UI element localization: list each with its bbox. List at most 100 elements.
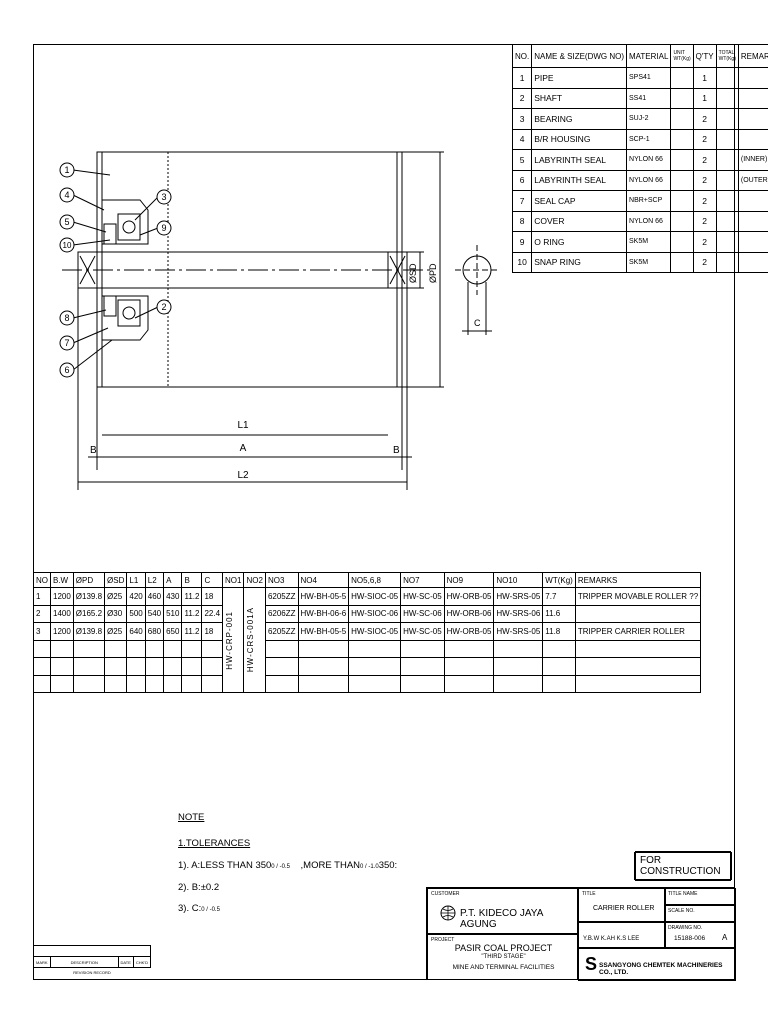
bom-cell-material: SK5M [626, 251, 672, 273]
spec-cell-l1 [126, 639, 146, 658]
spec-cell-no: 3 [33, 622, 51, 641]
spec-col-header: NO3 [264, 572, 299, 588]
balloon-2: 2 [156, 299, 172, 315]
spec-cell-c [201, 639, 224, 658]
contractor-name: SSANGYONG CHEMTEK MACHINERIES CO., LTD. [599, 962, 723, 976]
spec-col-header: ØSD [104, 572, 128, 588]
balloon-9: 9 [156, 220, 172, 236]
spec-cell-a [163, 639, 183, 658]
spec-cell-c [201, 674, 224, 693]
globe-icon [440, 905, 456, 921]
dim-a: A [240, 443, 247, 454]
spec-cell-no: 1 [33, 587, 51, 606]
stamp-text: FOR CONSTRUCTION [635, 851, 731, 881]
spec-cell-no: 2 [33, 604, 51, 623]
bom-cell-no: 5 [511, 149, 533, 171]
svg-text:4: 4 [64, 190, 69, 200]
spec-cell-wt [542, 674, 576, 693]
spec-cell-no4 [297, 639, 350, 658]
spec-cell-no568 [348, 657, 402, 676]
spec-cell-no4 [297, 657, 350, 676]
client-cell: CUSTOMER P.T. KIDECO JAYA AGUNG [427, 888, 578, 934]
approved-by: K.S LEE [616, 936, 640, 942]
spec-cell-bw [50, 674, 74, 693]
contractor-cell: S SSANGYONG CHEMTEK MACHINERIES CO., LTD… [578, 948, 736, 981]
spec-row [33, 657, 702, 676]
rev-chk-col: CHK'D [132, 956, 152, 968]
bom-cell-no: 1 [511, 67, 533, 89]
bom-cell-qty: 2 [692, 251, 717, 273]
spec-cell-no7: HW-SC-06 [400, 604, 445, 623]
bom-cell-no: 4 [511, 128, 533, 150]
svg-text:1: 1 [64, 165, 69, 175]
spec-cell-no568: HW-SIOC-06 [348, 604, 402, 623]
spec-cell-no9 [443, 674, 495, 693]
spec-cell-c: 18 [201, 622, 224, 641]
spec-cell-l1 [126, 657, 146, 676]
sheet-cell: SCALE NO. [665, 905, 736, 922]
project-caption: PROJECT [431, 937, 455, 943]
client-caption: CUSTOMER [431, 891, 460, 897]
revision-footer: REVISION RECORD [73, 969, 111, 975]
spec-cell-sd: Ø30 [104, 604, 128, 623]
balloon-group: 1 4 5 10 3 9 8 7 6 2 [59, 162, 172, 378]
balloon-7: 7 [59, 335, 75, 351]
bom-col-material: MATERIAL [626, 44, 672, 68]
spec-col-header: NO2 [243, 572, 266, 588]
contractor-logo-icon: S [585, 954, 598, 974]
project-line-3: MINE AND TERMINAL FACILITIES [452, 964, 555, 971]
spec-col-header: NO7 [400, 572, 445, 588]
svg-text:10: 10 [63, 241, 72, 250]
note-line-1-end: 350: [378, 860, 398, 871]
revision-empty-row [33, 945, 151, 957]
spec-cell-remarks [574, 639, 702, 658]
note-line-1-text: 1). A:LESS THAN 350 [178, 860, 272, 871]
spec-cell-no7: HW-SC-05 [400, 622, 445, 641]
spec-cell-no7 [400, 639, 445, 658]
svg-text:5: 5 [64, 217, 69, 227]
spec-cell-l2 [144, 657, 165, 676]
spec-col-header: A [163, 572, 183, 588]
spec-cell-c [201, 657, 224, 676]
spec-cell-a: 650 [163, 622, 183, 641]
scale-cell: TITLE NAME [665, 888, 736, 905]
spec-cell-no [33, 657, 51, 676]
spec-col-header: NO5,6,8 [348, 572, 402, 588]
spec-cell-wt: 7.7 [542, 587, 576, 606]
spec-cell-no568: HW-SIOC-05 [348, 587, 402, 606]
spec-cell-remarks [574, 604, 702, 623]
title-cell: TITLE CARRIER ROLLER [578, 888, 665, 922]
spec-col-header: REMARKS [574, 572, 702, 588]
spec-cell-no7: HW-SC-05 [400, 587, 445, 606]
balloon-10: 10 [59, 237, 75, 253]
spec-col-header: B [181, 572, 203, 588]
bom-col-no: NO. [511, 44, 533, 68]
spec-cell-b [181, 639, 203, 658]
spec-cell-no4 [297, 674, 350, 693]
spec-cell-no [33, 674, 51, 693]
spec-cell-a: 430 [163, 587, 183, 606]
spec-cell-no10 [493, 674, 544, 693]
revision-header-row: MARK DESCRIPTION DATE CHK'D [33, 956, 152, 968]
spec-col-header: L2 [144, 572, 165, 588]
spec-cell-no10: HW-SRS-06 [493, 604, 544, 623]
spec-cell-l1: 640 [126, 622, 146, 641]
spec-cell-pd: Ø139.8 [72, 587, 106, 606]
bom-header-row: NO. NAME & SIZE(DWG NO) MATERIAL UNIT WT… [511, 44, 768, 68]
signatures: Y.B.W K.AH K.S LEE [583, 936, 639, 942]
spec-cell-remarks: TRIPPER CARRIER ROLLER [574, 622, 702, 641]
spec-cell-pd: Ø165.2 [72, 604, 106, 623]
dwg-no: 15188-006 [674, 935, 706, 942]
spec-cell-remarks [574, 674, 702, 693]
spec-no1-cell: HW-CRP-001 [222, 587, 245, 693]
spec-cell-bw [50, 657, 74, 676]
title-block: CUSTOMER P.T. KIDECO JAYA AGUNG PROJECT … [426, 887, 736, 981]
spec-cell-no4: HW-BH-05-5 [297, 587, 350, 606]
balloon-8: 8 [59, 310, 75, 326]
svg-text:9: 9 [161, 223, 166, 233]
spec-cell-l2: 680 [144, 622, 165, 641]
note-line-3-tol: 0 / -0.5 [201, 907, 220, 913]
spec-col-header: ØPD [72, 572, 106, 588]
